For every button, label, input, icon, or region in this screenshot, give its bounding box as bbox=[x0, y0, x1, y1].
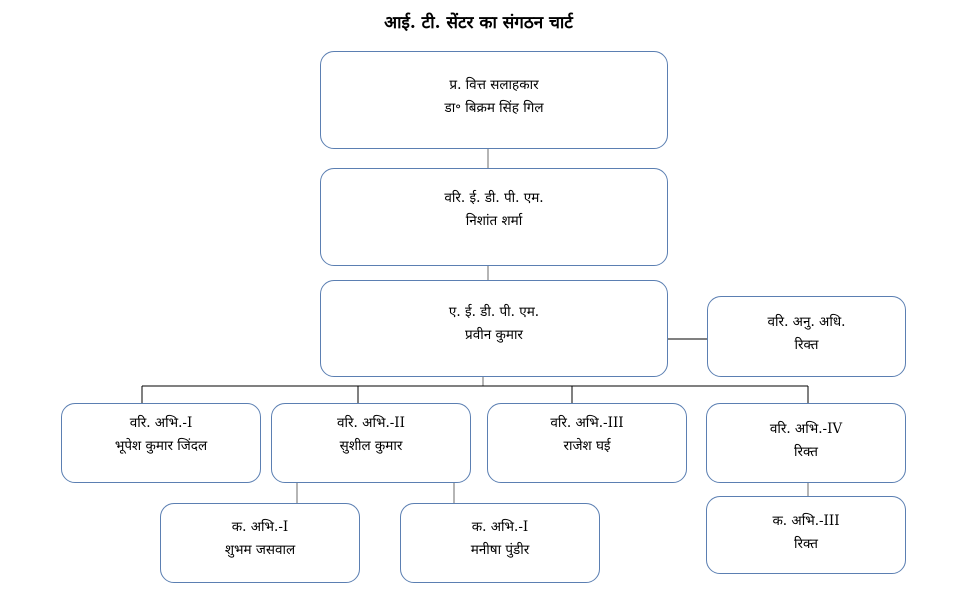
node-name: रिक्त bbox=[794, 337, 819, 353]
node-name: मनीषा पुंडीर bbox=[470, 542, 530, 558]
node-role: वरि. अनु. अधि. bbox=[767, 314, 846, 330]
node-name: राजेश घई bbox=[563, 438, 611, 454]
node-junior-engineer-2: क. अभि.-I मनीषा पुंडीर bbox=[400, 503, 600, 583]
node-senior-engineer-1: वरि. अभि.-I भूपेश कुमार जिंदल bbox=[61, 403, 261, 483]
node-name: रिक्त bbox=[794, 536, 818, 552]
node-name: सुशील कुमार bbox=[339, 438, 403, 454]
chart-title: आई. टी. सेंटर का संगठन चार्ट bbox=[384, 13, 573, 33]
node-role: ए. ई. डी. पी. एम. bbox=[448, 304, 540, 320]
node-junior-engineer-3: क. अभि.-III रिक्त bbox=[706, 496, 906, 574]
node-role: वरि. ई. डी. पी. एम. bbox=[444, 190, 544, 206]
node-senior-section-officer: वरि. अनु. अधि. रिक्त bbox=[707, 296, 906, 377]
node-principal-finance-advisor: प्र. वित्त सलाहकार डा॰ बिक्रम सिंह गिल bbox=[320, 51, 668, 149]
node-senior-engineer-4: वरि. अभि.-IV रिक्त bbox=[706, 403, 906, 483]
node-name: शुभम जसवाल bbox=[224, 542, 296, 558]
node-junior-engineer-1: क. अभि.-I शुभम जसवाल bbox=[160, 503, 360, 583]
node-role: क. अभि.-III bbox=[772, 513, 840, 529]
node-name: रिक्त bbox=[794, 444, 818, 460]
node-senior-engineer-2: वरि. अभि.-II सुशील कुमार bbox=[271, 403, 471, 483]
node-role: क. अभि.-I bbox=[231, 519, 289, 535]
node-role: वरि. अभि.-IV bbox=[769, 421, 843, 437]
node-role: वरि. अभि.-I bbox=[129, 415, 193, 431]
node-role: प्र. वित्त सलाहकार bbox=[449, 77, 539, 93]
node-name: निशांत शर्मा bbox=[465, 213, 523, 229]
node-senior-edpm: वरि. ई. डी. पी. एम. निशांत शर्मा bbox=[320, 168, 668, 266]
node-senior-engineer-3: वरि. अभि.-III राजेश घई bbox=[487, 403, 687, 483]
node-role: वरि. अभि.-III bbox=[550, 415, 624, 431]
node-name: प्रवीन कुमार bbox=[465, 327, 523, 343]
node-name: डा॰ बिक्रम सिंह गिल bbox=[444, 100, 544, 116]
node-aedpm: ए. ई. डी. पी. एम. प्रवीन कुमार bbox=[320, 280, 668, 377]
node-role: वरि. अभि.-II bbox=[337, 415, 405, 431]
node-name: भूपेश कुमार जिंदल bbox=[114, 438, 208, 454]
node-role: क. अभि.-I bbox=[471, 519, 529, 535]
